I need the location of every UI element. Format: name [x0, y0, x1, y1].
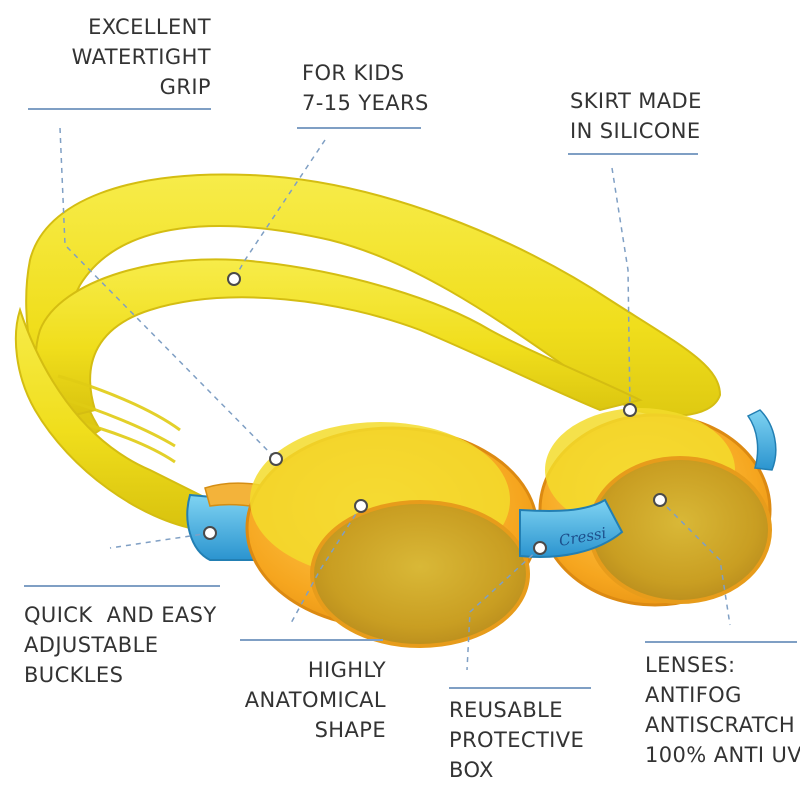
marker-dot	[354, 499, 368, 513]
callout-buckles: QUICK AND EASY ADJUSTABLE BUCKLES	[24, 603, 217, 687]
marker-dot	[203, 526, 217, 540]
marker-dot	[533, 541, 547, 555]
inner-strap	[34, 258, 643, 422]
callout-watertight-grip: EXCELLENT WATERTIGHT GRIP	[71, 15, 211, 99]
marker-dot	[653, 493, 667, 507]
nose-bridge	[519, 498, 624, 558]
callout-rule	[240, 639, 383, 641]
marker-dot	[623, 403, 637, 417]
right-buckle	[746, 409, 777, 471]
marker-dot	[227, 272, 241, 286]
marker-dot	[269, 452, 283, 466]
leader-lines	[59, 127, 731, 671]
callout-rule	[24, 585, 220, 587]
callout-for-kids: FOR KIDS 7-15 YEARS	[302, 61, 429, 115]
callout-lenses: LENSES: ANTIFOG ANTISCRATCH 100% ANTI UV	[645, 653, 800, 767]
callout-rule	[568, 153, 698, 155]
marker-dots	[203, 272, 667, 555]
callout-rule	[297, 127, 421, 129]
callout-silicone-skirt: SKIRT MADE IN SILICONE	[570, 89, 702, 143]
callout-rule	[645, 641, 797, 643]
left-lens-glass	[310, 500, 530, 648]
callout-rule	[28, 108, 211, 110]
callout-protective-box: REUSABLE PROTECTIVE BOX	[449, 698, 585, 782]
callout-rule	[449, 687, 591, 689]
callout-anatomical-shape: HIGHLY ANATOMICAL SHAPE	[244, 658, 386, 742]
